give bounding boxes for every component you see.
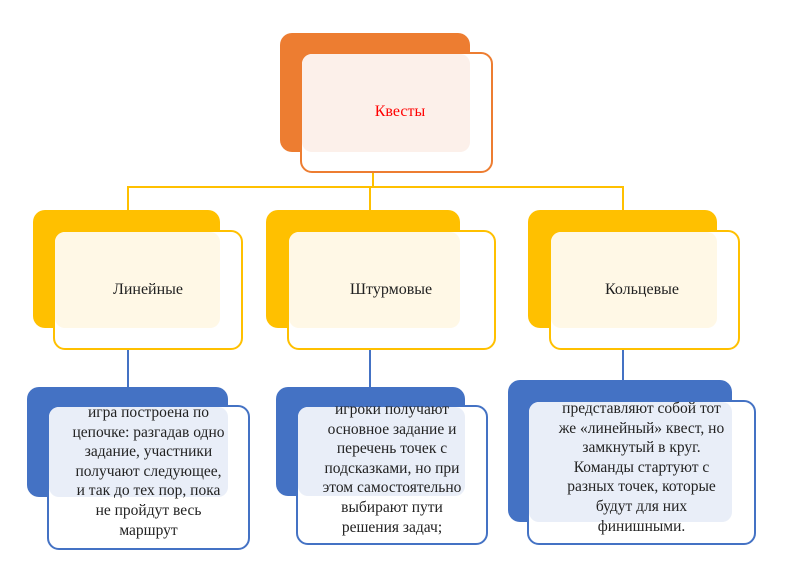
root-node-overlap <box>302 54 470 152</box>
description-text: игроки получают основное задание и переч… <box>322 401 462 536</box>
connector-to-linear <box>127 186 129 211</box>
connector-ring-desc <box>622 350 624 380</box>
category-overlap <box>289 232 460 328</box>
connector-linear-desc <box>127 350 129 388</box>
connector-storm-desc <box>369 350 371 388</box>
description-overlap <box>298 407 465 496</box>
description-overlap <box>529 402 732 522</box>
connector-horizontal <box>127 186 624 188</box>
category-overlap <box>551 232 717 328</box>
connector-root-down <box>372 173 374 188</box>
category-label: Линейные <box>112 281 184 298</box>
category-label: Кольцевые <box>604 281 679 298</box>
connector-to-storm <box>369 186 371 211</box>
category-overlap <box>55 232 220 328</box>
root-node-label: Квесты <box>374 103 426 120</box>
connector-to-ring <box>622 186 624 211</box>
description-text: представляют собой тот же «линейный» кве… <box>558 400 725 535</box>
category-label: Штурмовые <box>349 281 433 298</box>
description-overlap <box>49 407 228 497</box>
description-text: игра построена по цепочке: разгадав одно… <box>72 404 225 539</box>
